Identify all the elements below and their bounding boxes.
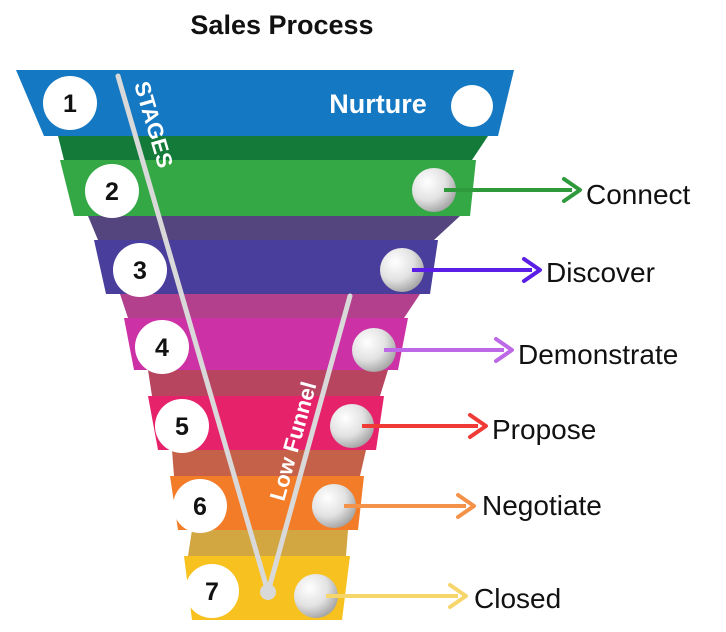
step-ball-icon — [412, 168, 456, 212]
funnel-arrows: ConnectDiscoverDemonstrateProposeNegotia… — [326, 177, 691, 614]
step-number-circle — [43, 76, 97, 130]
funnel-connector — [172, 450, 366, 476]
step-label: Negotiate — [482, 490, 602, 521]
funnel-band-4 — [124, 318, 408, 370]
step-arrow-head — [468, 413, 488, 439]
step-label: Closed — [474, 583, 561, 614]
funnel-band-2 — [60, 160, 476, 216]
step-label: Nurture — [329, 89, 427, 119]
funnel-band-1 — [16, 70, 514, 136]
funnel-connector — [188, 530, 348, 556]
step-number-label: 5 — [175, 413, 189, 441]
stages-guide-line — [115, 73, 271, 595]
step-number-circle — [173, 479, 227, 533]
step-label: Propose — [492, 414, 596, 445]
step-number-circle — [85, 164, 139, 218]
step-number-circle — [113, 243, 167, 297]
low-funnel-guide-line — [265, 293, 353, 595]
step-label: Connect — [586, 179, 691, 210]
funnel-connector — [88, 216, 460, 240]
step-number-label: 6 — [193, 493, 207, 521]
step-arrow-head — [456, 493, 476, 519]
step-ball-icon — [294, 574, 338, 618]
step-ball-icon — [380, 248, 424, 292]
step-ball-icon — [352, 328, 396, 372]
funnel-connector — [148, 370, 388, 396]
funnel-step-markers: 1 Nurture 2 3 4 5 6 7 — [43, 76, 493, 618]
step-arrow-head — [494, 337, 514, 363]
funnel-connector — [120, 294, 420, 318]
step-label: Discover — [546, 257, 655, 288]
funnel-vertex-dot — [260, 584, 276, 600]
step-ball-icon — [312, 484, 356, 528]
step-label: Demonstrate — [518, 339, 678, 370]
step-number-label: 2 — [105, 178, 119, 206]
funnel-band-5 — [148, 396, 384, 450]
step-arrow-head — [562, 177, 582, 203]
step-number-label: 3 — [133, 257, 147, 285]
step-number-circle — [155, 399, 209, 453]
funnel-connector — [58, 136, 488, 160]
step-number-circle — [185, 564, 239, 618]
step-number-circle — [135, 320, 189, 374]
diagram-title: Sales Process — [190, 10, 373, 40]
step-number-label: 7 — [205, 578, 219, 606]
step-ball-icon — [451, 85, 493, 127]
funnel-bands — [16, 70, 514, 620]
step-number-label: 4 — [155, 334, 169, 362]
step-arrow-head — [522, 257, 542, 283]
step-arrow-head — [448, 583, 468, 609]
step-number-label: 1 — [63, 90, 77, 118]
step-ball-icon — [330, 404, 374, 448]
